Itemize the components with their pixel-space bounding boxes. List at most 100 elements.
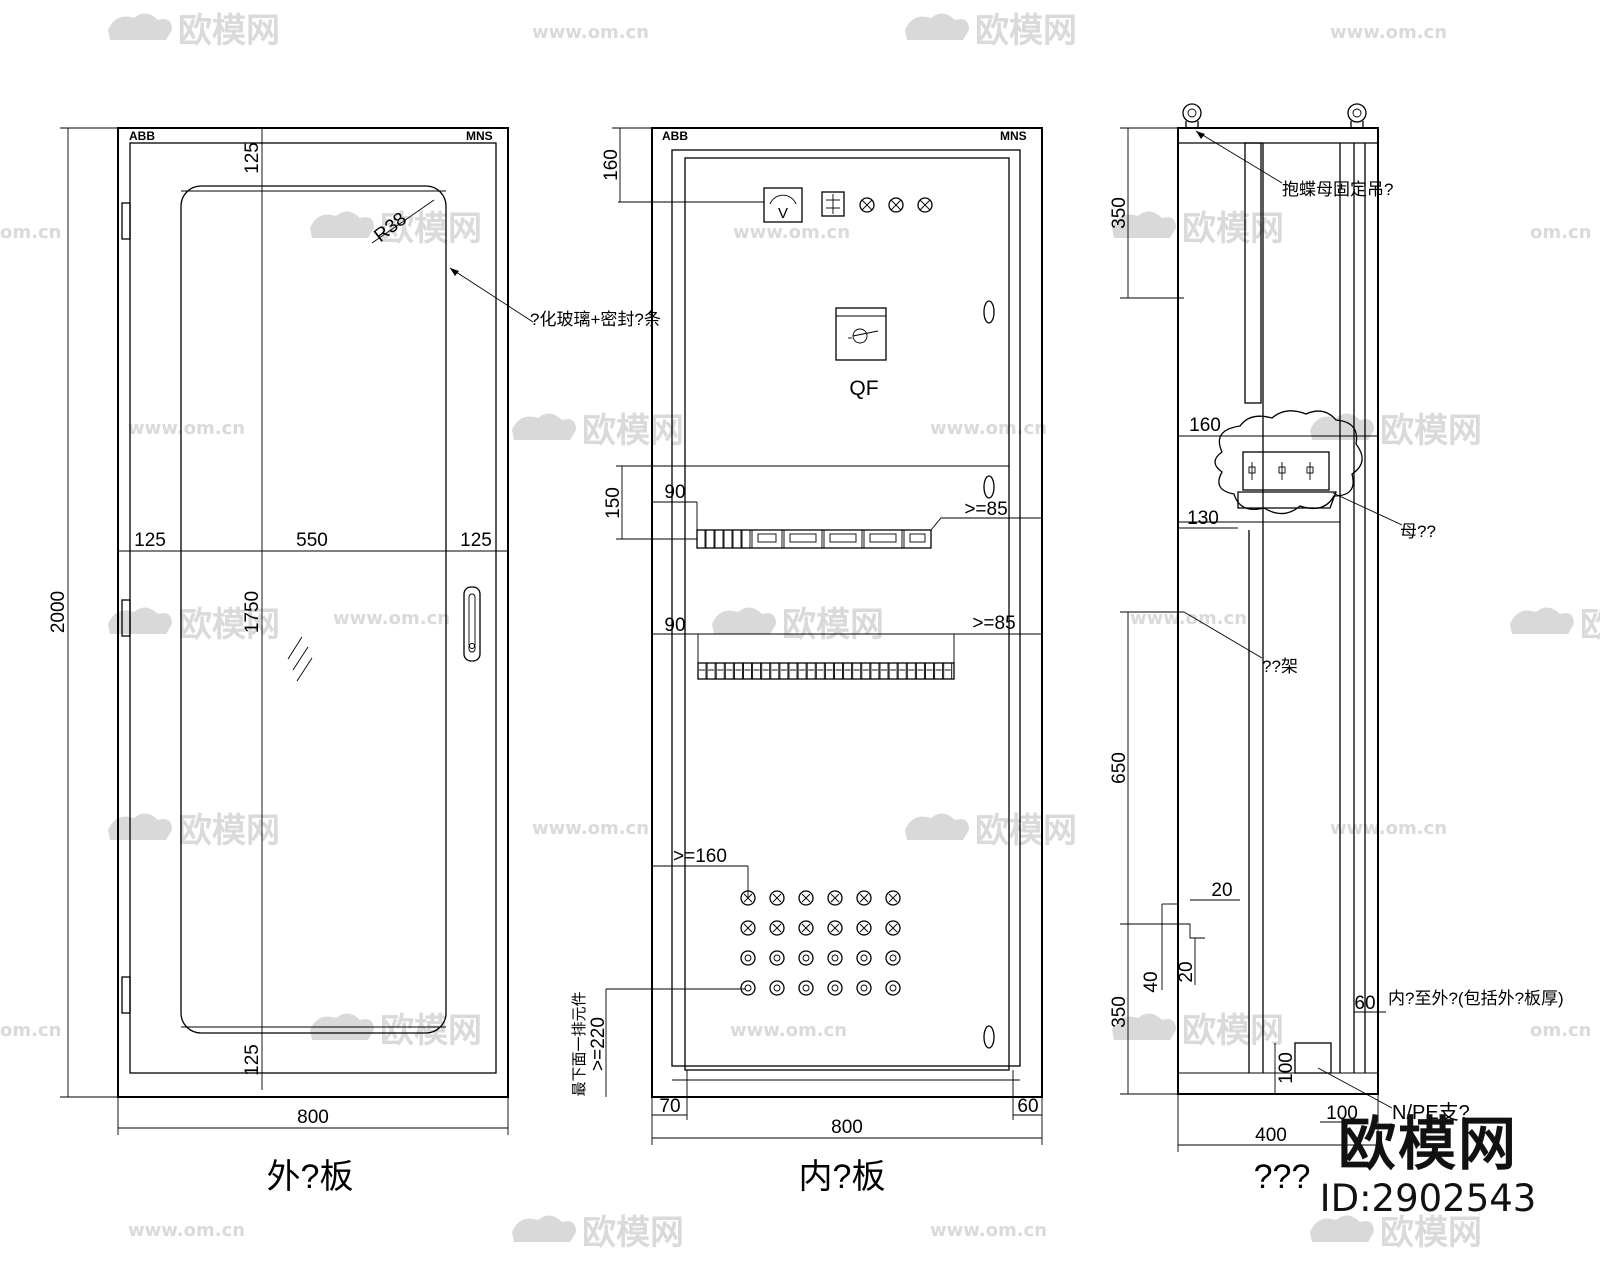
inner-view-title: 内?板: [799, 1158, 886, 1196]
front-glass-window: [180, 185, 447, 1034]
terminal-module: [715, 662, 725, 680]
watermark-logo: 欧模网: [512, 1213, 684, 1253]
breaker-module: [741, 529, 751, 549]
dim-inner-row2-offset: 90: [664, 615, 685, 636]
dim-side-top: 350: [1109, 197, 1130, 229]
watermark-logo: 欧模网: [310, 209, 482, 249]
terminal-module: [870, 662, 880, 680]
watermark-logo: 欧模网: [905, 811, 1077, 851]
dim-side-gap-a: 20: [1211, 880, 1232, 901]
svg-text:欧模网: 欧模网: [1580, 605, 1600, 645]
front-brand-abb: ABB: [129, 129, 155, 143]
terminal-icon: [885, 920, 901, 936]
terminal-module: [779, 662, 789, 680]
terminal-module: [852, 662, 862, 680]
dim-side-busbar-depth: 160: [1189, 415, 1221, 436]
watermark-logo: 欧模网: [512, 411, 684, 451]
watermark-logo: 欧模网: [108, 11, 280, 51]
dim-front-glass-height: 1750: [242, 591, 263, 633]
breaker-module: [863, 529, 903, 549]
breaker-module: [705, 529, 715, 549]
terminal-icon: [827, 890, 843, 906]
svg-text:欧模网: 欧模网: [582, 1213, 684, 1253]
side-callout-frame: ??架: [1262, 657, 1298, 676]
terminal-module: [925, 662, 934, 680]
side-callout-inner-outer: 内?至外?(包括外?板厚): [1388, 989, 1564, 1008]
svg-text:欧模网: 欧模网: [380, 1011, 482, 1051]
terminal-module: [706, 662, 716, 680]
side-view-title: ???: [1254, 1158, 1311, 1196]
dim-side-gap-c: 40: [1141, 971, 1162, 992]
terminal-icon: [769, 980, 785, 996]
terminal-module: [824, 662, 834, 680]
watermark-logo: 欧模网: [108, 811, 280, 851]
indicator-lamp-icon: [917, 197, 933, 213]
watermark-url: www.om.cn: [128, 1220, 245, 1241]
terminal-module: [897, 662, 907, 680]
svg-text:欧模网: 欧模网: [178, 11, 280, 51]
indicator-lamp-icon: [888, 197, 904, 213]
svg-text:欧模网: 欧模网: [178, 811, 280, 851]
watermark-url: www.om.cn: [1330, 22, 1447, 43]
terminal-icon: [885, 890, 901, 906]
svg-text:欧模网: 欧模网: [975, 811, 1077, 851]
voltmeter-icon: [763, 187, 803, 223]
terminal-icon: [798, 950, 814, 966]
dim-side-npe-h: 100: [1276, 1052, 1297, 1084]
side-view: 350 160 130 650 350 40 20 20 60 100 100 …: [1109, 103, 1564, 1196]
dim-front-bottom: 125: [242, 1044, 263, 1076]
lock-icon: [983, 1025, 995, 1049]
corner-logo-name: 欧模网: [1337, 1110, 1518, 1178]
terminal-module: [761, 662, 771, 680]
side-callout-npe: N/PE支?: [1392, 1101, 1470, 1124]
watermark-layer: 欧模网欧模网欧模网欧模网欧模网欧模网欧模网欧模网欧模网欧模网欧模网欧模网欧模网欧…: [0, 11, 1600, 1253]
terminal-icon: [740, 920, 756, 936]
corner-logo-id: ID:2902543: [1319, 1177, 1537, 1220]
dim-inner-right-margin: 60: [1017, 1096, 1038, 1117]
svg-text:欧模网: 欧模网: [1380, 411, 1482, 451]
inner-brand-mns: MNS: [1000, 129, 1027, 143]
watermark-logo: 欧模网: [108, 605, 280, 645]
front-view-title: 外?板: [267, 1158, 354, 1196]
terminal-icon: [798, 920, 814, 936]
vertical-busbar: [1244, 142, 1262, 404]
corner-logo: 欧模网 ID:2902543: [1318, 1112, 1538, 1222]
watermark-url: om.cn: [1530, 1020, 1591, 1041]
dim-front-right: 125: [460, 530, 492, 551]
terminal-module: [934, 662, 944, 680]
main-switch-qf-icon: [835, 307, 887, 361]
terminal-icon: [740, 980, 756, 996]
terminal-icon: [856, 950, 872, 966]
dim-side-gap-b: 20: [1176, 961, 1197, 982]
watermark-logo: 欧模网: [310, 1011, 482, 1051]
dim-front-glass-width: 550: [296, 530, 328, 551]
hinge-icon: [121, 599, 131, 637]
terminal-module: [815, 662, 825, 680]
terminal-icon: [769, 890, 785, 906]
terminal-module: [797, 662, 807, 680]
terminal-module: [915, 662, 925, 680]
breaker-module: [783, 529, 823, 549]
front-glass-callout: ?化玻璃+密封?条: [530, 310, 661, 329]
terminal-icon: [827, 980, 843, 996]
watermark-url: www.om.cn: [128, 418, 245, 439]
inner-panel-frame: [671, 149, 1021, 1067]
terminal-module: [834, 662, 843, 680]
main-switch-label: QF: [849, 377, 878, 400]
terminal-module: [943, 662, 953, 680]
svg-text:欧模网: 欧模网: [975, 11, 1077, 51]
terminal-icon: [856, 890, 872, 906]
breaker-module: [696, 529, 706, 549]
door-handle-icon: [463, 586, 481, 662]
terminal-module: [743, 662, 752, 680]
watermark-url: www.om.cn: [532, 22, 649, 43]
dim-inner-terminals: >=160: [673, 846, 727, 867]
watermark-logo: 欧模网: [712, 605, 884, 645]
terminal-module: [806, 662, 816, 680]
inner-view: ABB MNS V QF: [571, 127, 1043, 1196]
dim-front-height-total: 2000: [48, 591, 69, 633]
lock-icon: [983, 300, 995, 324]
dim-inner-bottom-label: 最下面一排元件: [571, 991, 588, 1096]
terminal-icon: [885, 980, 901, 996]
